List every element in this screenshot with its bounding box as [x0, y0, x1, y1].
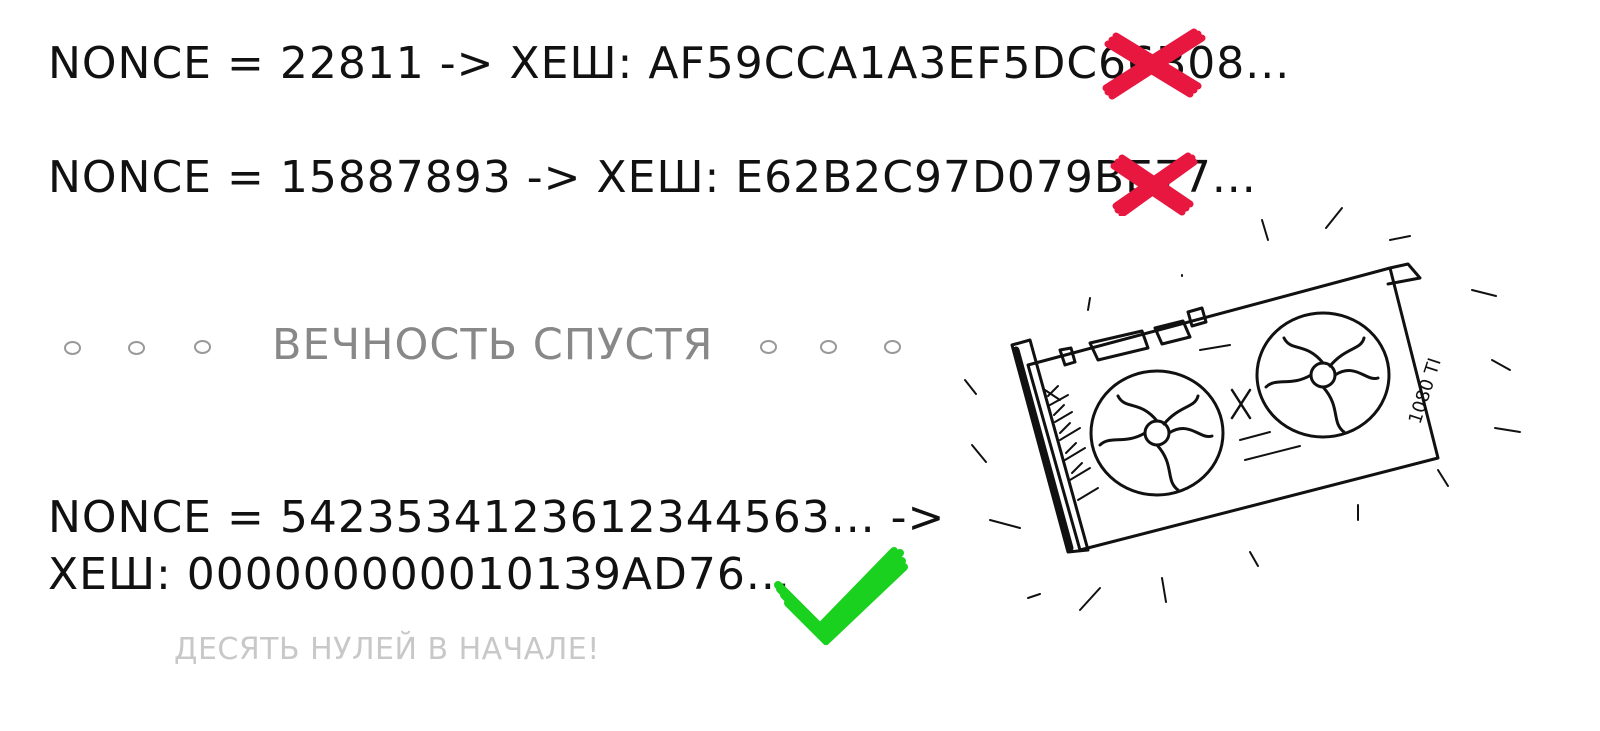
- attempt-1-line: NONCE = 22811 -> ХЕШ: AF59CCA1A3EF5DC66B…: [48, 38, 1291, 89]
- graphics-card-illustration: 1080 TI: [964, 207, 1521, 611]
- final-nonce-line: NONCE = 5423534123612344563... ->: [48, 492, 946, 543]
- ten-zeros-note: ДЕСЯТЬ НУЛЕЙ В НАЧАЛЕ!: [174, 632, 600, 667]
- ellipsis-dot: [128, 341, 145, 355]
- ellipsis-dot: [884, 340, 901, 354]
- ellipsis-dot: [194, 340, 211, 354]
- final-hash-line: ХЕШ: 0000000000101З9AD76...: [48, 549, 791, 600]
- red-cross-icon: [1102, 28, 1206, 100]
- eternity-caption: ВЕЧНОСТЬ СПУСТЯ: [272, 320, 714, 370]
- ellipsis-dot: [820, 340, 837, 354]
- ellipsis-dot: [760, 340, 777, 354]
- attempt-2-line: NONCE = 15887893 -> ХЕШ: E62B2C97D079BE7…: [48, 152, 1257, 203]
- green-check-icon: [774, 547, 908, 645]
- gpu-model-label: 1080 TI: [1405, 356, 1446, 427]
- ellipsis-dot: [64, 341, 81, 355]
- red-cross-icon-2: [1110, 152, 1198, 216]
